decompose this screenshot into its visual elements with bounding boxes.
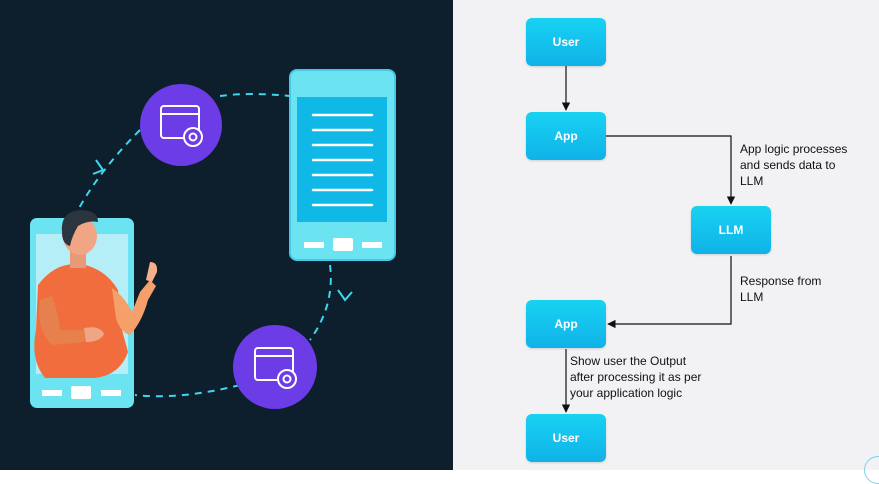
- arrowhead-left: [92, 159, 105, 175]
- corner-badge: [864, 456, 879, 484]
- arrowhead-right: [337, 289, 353, 302]
- node-app-1-label: App: [554, 129, 578, 143]
- edge-llm-to-app: [607, 256, 732, 329]
- node-llm: LLM: [691, 206, 771, 254]
- node-app-2: App: [526, 300, 606, 348]
- edge-label-llm-to-app: Response from LLM: [740, 274, 822, 304]
- node-app-1: App: [526, 112, 606, 160]
- node-user-bottom-label: User: [552, 431, 580, 445]
- edge-app-to-llm: [606, 135, 736, 205]
- edge-label-app-to-user: Show user the Output after processing it…: [570, 354, 702, 400]
- edge-label-app-to-llm: App logic processes and sends data to LL…: [740, 142, 848, 188]
- node-user-top: User: [526, 18, 606, 66]
- dashed-arc-top: [219, 93, 291, 97]
- dashed-arc-left: [77, 129, 141, 211]
- node-app-2-label: App: [554, 317, 578, 331]
- dashed-arc-right: [309, 264, 332, 341]
- node-user-bottom: User: [526, 414, 606, 462]
- tablet-icon: [289, 69, 396, 261]
- app-settings-icon-bottom: [233, 325, 317, 409]
- dashed-arc-bottom: [134, 384, 241, 398]
- flowchart-panel: [453, 0, 879, 470]
- app-settings-icon-top: [140, 84, 222, 166]
- node-user-top-label: User: [552, 35, 580, 49]
- person-icon: [34, 210, 158, 378]
- flow-connectors: [561, 66, 736, 413]
- illustration: [30, 69, 396, 409]
- node-llm-label: LLM: [718, 223, 744, 237]
